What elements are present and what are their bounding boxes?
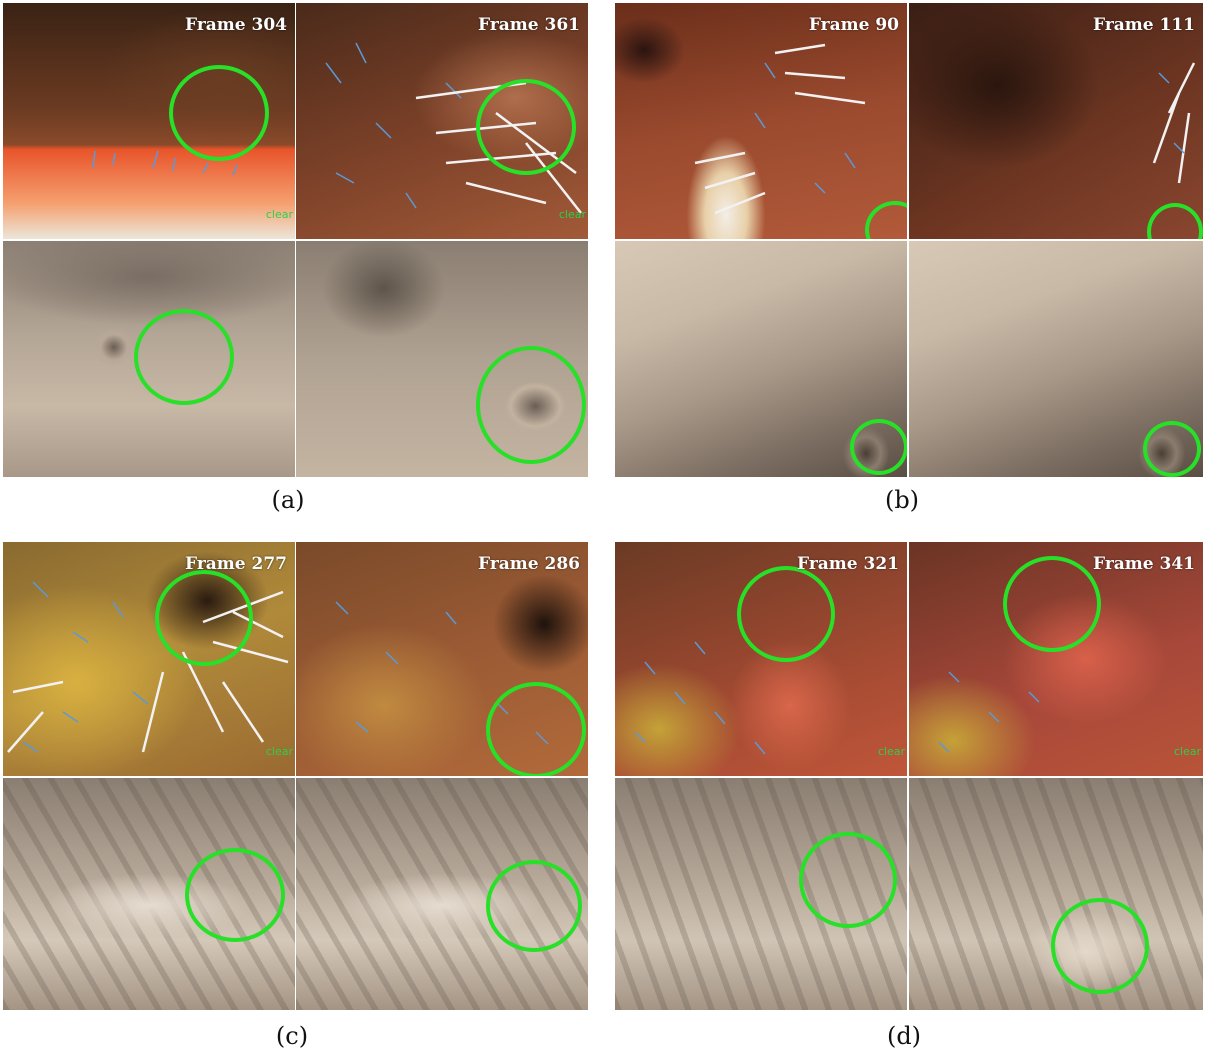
highlight-circle bbox=[169, 65, 269, 161]
3d-render-image bbox=[296, 778, 588, 1010]
frame-label: Frame 361 bbox=[478, 15, 580, 35]
panel-caption: (d) bbox=[886, 1022, 922, 1050]
highlight-circle bbox=[1003, 556, 1101, 652]
highlight-circle bbox=[1147, 203, 1203, 239]
overlay-tag: clear bbox=[558, 208, 586, 221]
highlight-circle bbox=[1143, 421, 1201, 477]
panel-b: Frame 90 Frame 111 bbox=[615, 3, 1203, 477]
panel-c: Frame 277 clear Frame 286 bbox=[3, 542, 588, 1010]
optical-flow-arrows bbox=[634, 641, 766, 755]
3d-render-image bbox=[615, 778, 907, 1010]
frame-label: Frame 341 bbox=[1093, 554, 1195, 574]
3d-render-image bbox=[615, 241, 907, 477]
highlight-circle bbox=[486, 860, 582, 952]
highlight-circle bbox=[155, 570, 253, 666]
frame-label: Frame 321 bbox=[797, 554, 899, 574]
optical-flow-arrows bbox=[694, 43, 866, 215]
highlight-circle bbox=[1051, 898, 1149, 994]
optical-flow-arrows bbox=[7, 581, 289, 753]
endoscopy-image: Frame 304 clear bbox=[3, 3, 295, 239]
endoscopy-image: Frame 111 bbox=[909, 3, 1203, 239]
highlight-circle bbox=[476, 346, 586, 464]
optical-flow-arrows bbox=[1152, 62, 1196, 184]
highlight-circle bbox=[850, 419, 907, 475]
endoscopy-image: Frame 361 clear bbox=[296, 3, 588, 239]
optical-flow-arrows bbox=[92, 150, 238, 176]
overlay-tag: clear bbox=[265, 745, 293, 758]
3d-render-image bbox=[909, 778, 1203, 1010]
endoscopy-image: Frame 286 bbox=[296, 542, 588, 776]
3d-render-image bbox=[3, 241, 295, 477]
highlight-circle bbox=[185, 848, 285, 942]
panel-caption: (c) bbox=[275, 1022, 309, 1050]
highlight-circle bbox=[737, 566, 835, 662]
frame-label: Frame 286 bbox=[478, 554, 580, 574]
overlay-tag: clear bbox=[265, 208, 293, 221]
frame-label: Frame 111 bbox=[1093, 15, 1195, 35]
overlay-tag: clear bbox=[1173, 745, 1201, 758]
highlight-circle bbox=[476, 79, 576, 175]
highlight-circle bbox=[486, 682, 586, 776]
frame-label: Frame 277 bbox=[185, 554, 287, 574]
3d-render-image bbox=[909, 241, 1203, 477]
highlight-circle bbox=[799, 832, 897, 928]
panel-caption: (a) bbox=[271, 486, 305, 514]
frame-label: Frame 90 bbox=[808, 15, 899, 35]
panel-a: Frame 304 clear Frame 361 clear bbox=[3, 3, 588, 477]
endoscopy-image: Frame 277 clear bbox=[3, 542, 295, 776]
endoscopy-image: Frame 90 bbox=[615, 3, 907, 239]
highlight-circle bbox=[134, 309, 234, 405]
highlight-circle bbox=[865, 201, 907, 239]
optical-flow-arrows bbox=[938, 671, 1040, 753]
endoscopy-image: Frame 321 clear bbox=[615, 542, 907, 776]
overlay-tag: clear bbox=[877, 745, 905, 758]
3d-render-image bbox=[296, 241, 588, 477]
endoscopy-image: Frame 341 clear bbox=[909, 542, 1203, 776]
frame-label: Frame 304 bbox=[185, 15, 287, 35]
3d-render-image bbox=[3, 778, 295, 1010]
panel-d: Frame 321 clear Frame 341 clear bbox=[615, 542, 1203, 1010]
panel-caption: (b) bbox=[884, 486, 920, 514]
